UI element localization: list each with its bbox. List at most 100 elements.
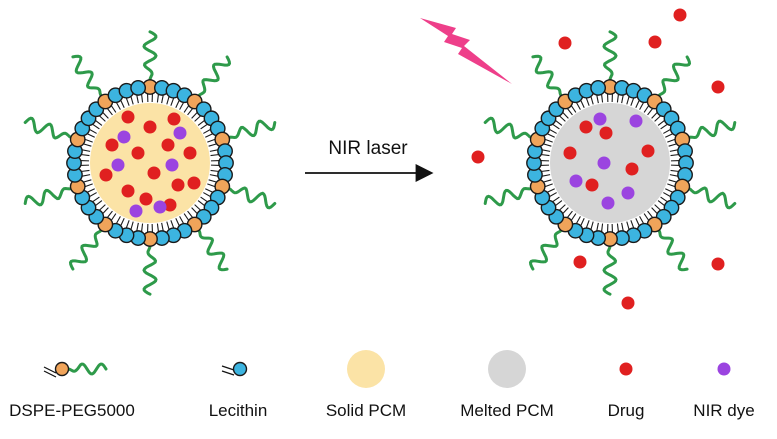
lipid-tail xyxy=(548,192,557,198)
drug-particle xyxy=(121,110,135,124)
lipid-tail xyxy=(663,192,672,198)
dspe-peg-chain xyxy=(66,362,108,376)
lipid-tail xyxy=(209,149,219,152)
lipid-tail xyxy=(651,207,659,215)
lipid-tail xyxy=(156,93,160,103)
dspe-tail xyxy=(43,366,57,374)
drug-particle xyxy=(105,138,119,152)
lipid-tail xyxy=(84,138,93,143)
lipid-tail xyxy=(654,114,662,122)
drug-icon xyxy=(619,362,633,376)
nir-dye-particle xyxy=(629,114,643,128)
released-drug xyxy=(573,255,587,269)
lipid-tail xyxy=(575,216,581,225)
lipid-tail xyxy=(647,107,654,116)
released-drug xyxy=(648,35,662,49)
lipid-tail xyxy=(667,138,676,143)
lipid-tail xyxy=(140,223,144,233)
lipid-tail xyxy=(166,95,170,105)
nir-dye-particle xyxy=(621,186,635,200)
lipid-tail xyxy=(191,207,199,215)
lipid-tail xyxy=(554,119,563,126)
drug-particle xyxy=(167,112,181,126)
lipid-tail xyxy=(161,222,164,232)
lecithin-tail xyxy=(221,370,235,376)
lipid-tail xyxy=(80,153,90,157)
lipid-tail xyxy=(179,216,185,225)
lipid-tail xyxy=(210,153,220,157)
drug-particle xyxy=(563,146,577,160)
lipid-tail xyxy=(130,221,134,231)
lipid-tail xyxy=(94,119,103,126)
lipid-tail xyxy=(125,97,130,106)
lipid-tail xyxy=(657,200,666,207)
lipid-tail xyxy=(554,200,563,207)
lipid-tail xyxy=(84,183,93,188)
lipid-tail xyxy=(639,216,645,225)
lipid-tail xyxy=(551,123,560,130)
lipid-tail xyxy=(596,222,599,232)
lipid-tail xyxy=(125,220,130,229)
lipid-tail xyxy=(546,133,555,138)
peg-chain xyxy=(68,228,103,271)
lipid-tail xyxy=(544,138,553,143)
lipid-tail xyxy=(566,210,573,219)
lipid-tail xyxy=(81,149,91,152)
lipid-tail xyxy=(120,218,125,227)
drug-particle xyxy=(131,146,145,160)
lipid-tail xyxy=(630,220,635,229)
lipid-tail xyxy=(621,94,624,104)
lipid-tail xyxy=(643,213,650,222)
peg-chain xyxy=(531,54,563,98)
released-drug xyxy=(621,296,635,310)
lecithin-tail xyxy=(221,365,235,371)
nir-dye-particle xyxy=(111,158,125,172)
nir-dye-particle xyxy=(601,196,615,210)
lipid-tail xyxy=(540,153,550,157)
lecithin-head xyxy=(590,80,607,96)
lipid-tail xyxy=(558,204,566,212)
lipid-tail xyxy=(91,196,100,203)
lipid-tail xyxy=(166,221,170,231)
lipid-tail xyxy=(651,111,659,119)
lipid-tail xyxy=(630,97,635,106)
lipid-tail xyxy=(136,94,139,104)
lipid-tail xyxy=(98,204,106,212)
drug-particle xyxy=(139,192,153,206)
lipid-tail xyxy=(88,128,97,134)
peg-chain xyxy=(142,30,158,82)
lipid-tail xyxy=(197,119,206,126)
lipid-tail xyxy=(566,107,573,116)
lipid-tail xyxy=(187,210,194,219)
nir-dye-particle xyxy=(173,126,187,140)
peg-chain xyxy=(197,228,229,272)
peg-chain xyxy=(23,116,73,140)
lipid-tail xyxy=(639,101,645,110)
lipid-tail xyxy=(616,223,620,233)
lipid-tail xyxy=(183,213,190,222)
released-drug xyxy=(673,8,687,22)
lipid-tail xyxy=(200,196,209,203)
lipid-tail xyxy=(200,123,209,130)
peg-chain xyxy=(227,186,277,210)
lipid-tail xyxy=(616,93,620,103)
lipid-tail xyxy=(654,204,662,212)
lipid-tail xyxy=(210,169,220,173)
drug-particle xyxy=(183,146,197,160)
lipid-tail xyxy=(590,221,594,231)
lipid-tail xyxy=(669,149,679,152)
lipid-tail xyxy=(209,174,219,177)
lipid-tail xyxy=(101,207,109,215)
lipid-tail xyxy=(665,133,674,138)
peg-chain xyxy=(227,119,277,140)
lipid-tail xyxy=(590,95,594,105)
lipid-tail xyxy=(207,183,216,188)
peg-chain xyxy=(687,119,737,140)
peg-chain xyxy=(602,244,618,296)
lipid-tail xyxy=(101,111,109,119)
lipid-tail xyxy=(120,99,125,108)
peg-chain xyxy=(142,244,158,296)
lipid-tail xyxy=(140,93,144,103)
lipid-tail xyxy=(580,218,585,227)
